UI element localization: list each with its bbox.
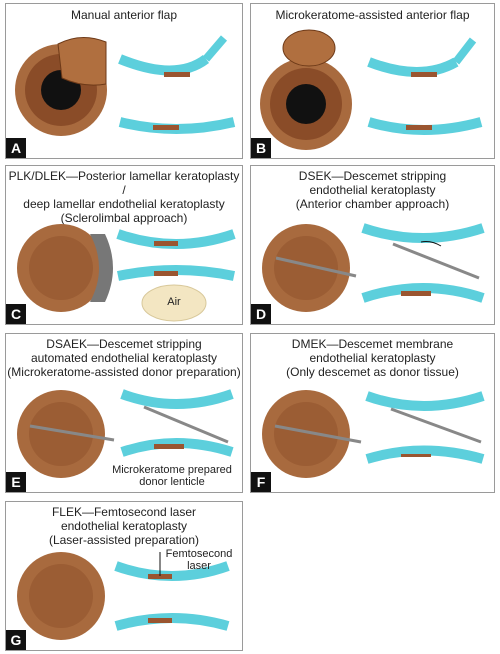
panel-g-illustration (17, 552, 230, 640)
eye-illustration (15, 37, 107, 136)
cornea-cross-section (118, 35, 228, 77)
panel-letter: C (6, 304, 26, 324)
panel-title: Microkeratome-assisted anterior flap (275, 8, 470, 22)
panel-letter: G (6, 630, 26, 650)
cornea-cross-section-2 (118, 117, 236, 134)
panel-c-illustration (17, 224, 236, 322)
cornea-cross-section-2 (365, 445, 485, 464)
panel-d-illustration (262, 223, 485, 312)
panel-title: Manual anterior flap (70, 8, 178, 22)
air-bubble (141, 284, 207, 322)
air-label: Air (167, 296, 181, 308)
cornea-cross-section-2 (114, 613, 230, 631)
eye-illustration (17, 390, 115, 478)
cornea-cross-section (120, 389, 234, 444)
eye-illustration (260, 29, 352, 150)
panel-title: DSEK—Descemet stripping endothelial kera… (295, 169, 450, 211)
panel-title: FLEK—Femtosecond laser endothelial kerat… (48, 505, 200, 547)
panel-letter: A (6, 138, 26, 158)
cornea-cross-section (116, 229, 236, 249)
panel-letter: F (251, 472, 271, 492)
cornea-cross-section-2 (361, 283, 485, 303)
panel-c: PLK/DLEK—Posterior lamellar keratoplasty… (5, 165, 243, 325)
cornea-cross-section (365, 391, 485, 444)
panel-title: DSAEK—Descemet stripping automated endot… (7, 337, 241, 379)
panel-f: DMEK—Descemet membrane endothelial kerat… (250, 333, 495, 493)
panel-a: Manual anterior flap A (5, 3, 243, 159)
cornea-cross-section (361, 223, 485, 280)
microkeratome-label: Microkeratome prepared donor lenticle (112, 464, 232, 488)
eye-illustration (262, 390, 362, 478)
eye-illustration (262, 224, 357, 312)
cornea-cross-section (114, 552, 230, 581)
femtosecond-laser-label: Femtosecond laser (165, 548, 233, 572)
panel-letter: D (251, 304, 271, 324)
panel-f-illustration (262, 390, 485, 478)
panel-letter: B (251, 138, 271, 158)
eye-illustration (17, 552, 105, 640)
cornea-cross-section-2 (367, 117, 483, 135)
cornea-cross-section-2 (120, 438, 234, 457)
panel-letter: E (6, 472, 26, 492)
cornea-cross-section (367, 37, 477, 77)
eye-illustration (17, 224, 113, 312)
panel-a-illustration (15, 35, 236, 136)
cornea-cross-section-2 (116, 265, 236, 322)
panel-b: Microkeratome-assisted anterior flap B (250, 3, 495, 159)
panel-e: DSAEK—Descemet stripping automated endot… (5, 333, 243, 493)
panel-d: DSEK—Descemet stripping endothelial kera… (250, 165, 495, 325)
panel-title: PLK/DLEK—Posterior lamellar keratoplasty… (8, 169, 240, 225)
panel-b-illustration (260, 29, 483, 150)
panel-g: FLEK—Femtosecond laser endothelial kerat… (5, 501, 243, 651)
panel-e-illustration (17, 389, 234, 478)
panel-title: DMEK—Descemet membrane endothelial kerat… (286, 337, 459, 379)
